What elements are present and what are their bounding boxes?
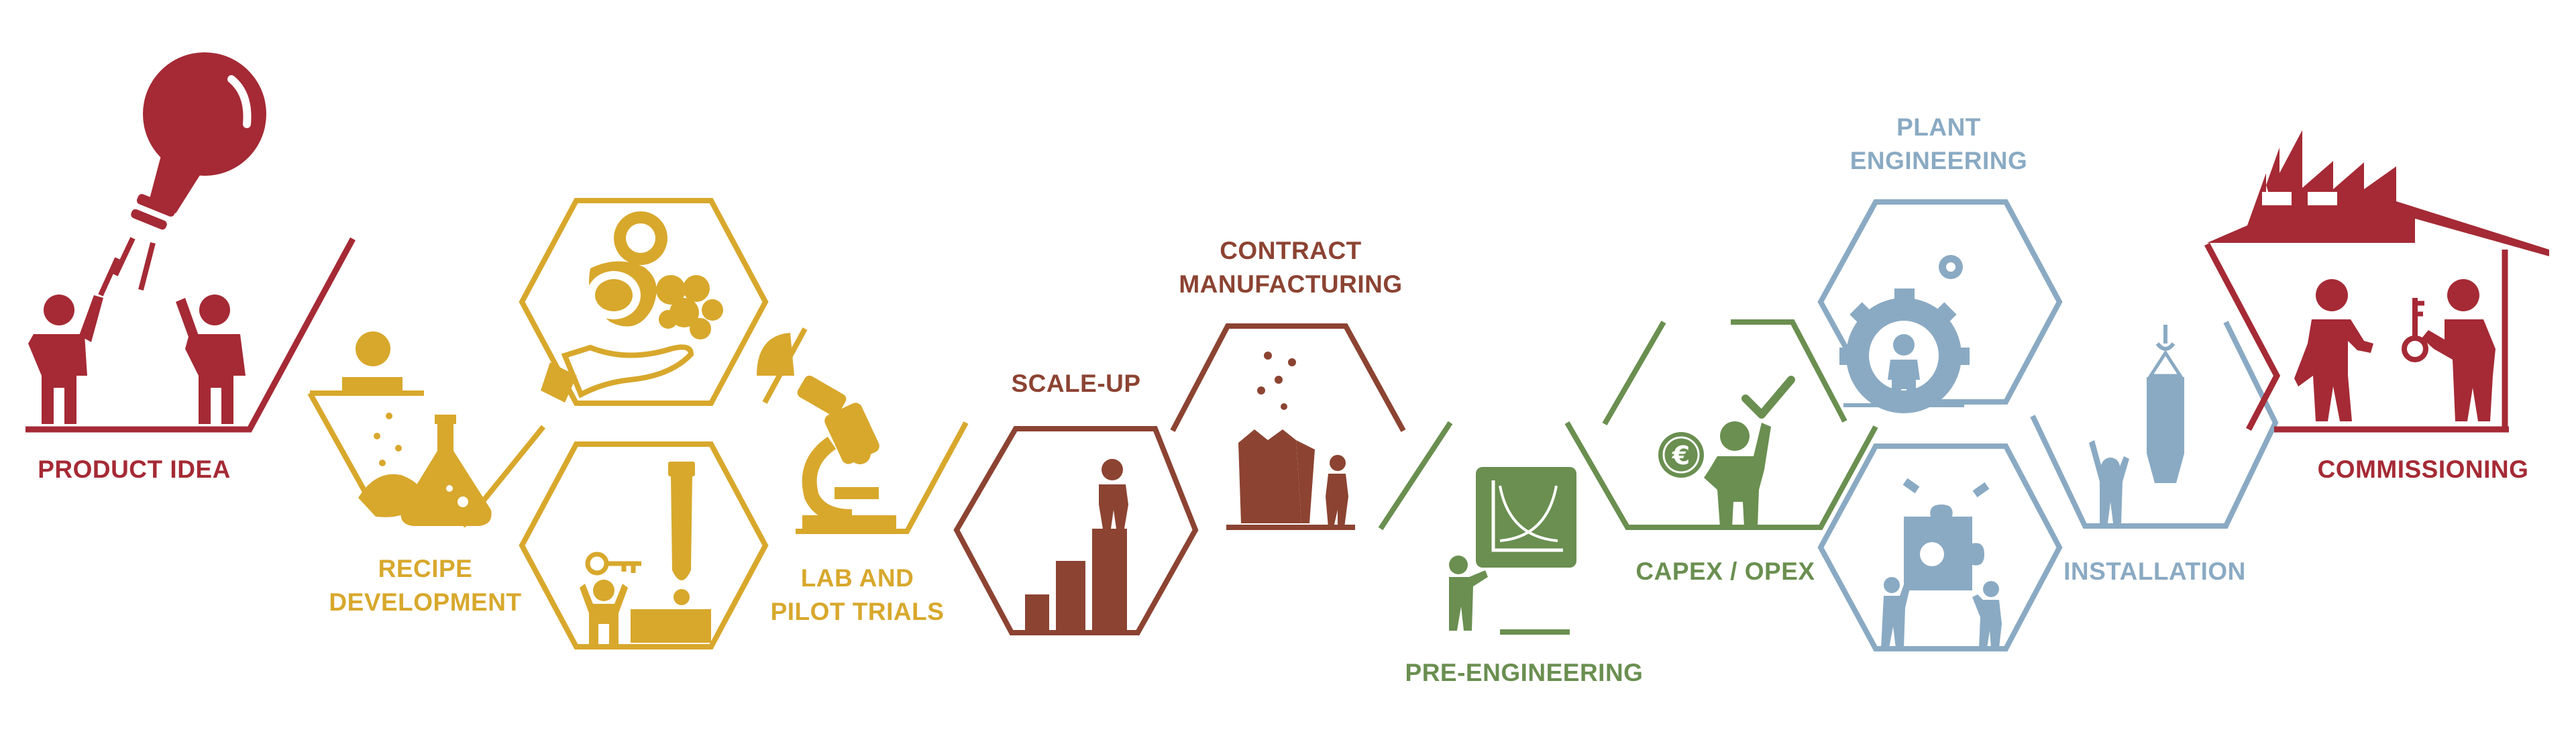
label-contract-line1: CONTRACT (1220, 237, 1362, 264)
label-pre-engineering: PRE-ENGINEERING (1405, 659, 1644, 686)
step-installation: INSTALLATION (2030, 321, 2279, 585)
sack-icon (1238, 352, 1315, 523)
crane-hook-icon (2147, 325, 2184, 378)
chart-board-icon (1476, 467, 1576, 568)
person-icon (2422, 279, 2496, 421)
step-commissioning: COMMISSIONING (2204, 130, 2549, 483)
person-icon (342, 331, 402, 392)
label-lab-line1: LAB AND (801, 564, 914, 592)
microscope-icon (797, 375, 896, 530)
step-scale-up: SCALE-UP (953, 370, 1199, 635)
person-icon (28, 295, 103, 424)
test-tube-icon (631, 462, 711, 643)
person-icon (1449, 556, 1488, 631)
person-icon (2089, 440, 2129, 523)
cells-icon (587, 211, 723, 339)
person-icon (1326, 455, 1348, 527)
step-contract-manufacturing: CONTRACT MANUFACTURING (1170, 237, 1406, 530)
key-icon (585, 551, 641, 576)
silo-icon (2147, 377, 2184, 483)
petri-dish-icon (757, 333, 794, 376)
person-icon (580, 580, 628, 647)
person-icon (176, 295, 246, 424)
lightbulb-icon (98, 52, 266, 297)
gear-icon (1839, 255, 1970, 413)
bar-steps-icon (1025, 529, 1127, 632)
factory-icon (2207, 130, 2549, 256)
label-recipe-line2: DEVELOPMENT (329, 588, 521, 616)
flask-icon (400, 415, 492, 526)
label-recipe-line1: RECIPE (378, 555, 473, 582)
label-scale-up: SCALE-UP (1011, 370, 1140, 397)
label-plant-line2: ENGINEERING (1850, 147, 2028, 174)
euro-coin-icon: € (1658, 432, 1704, 478)
step-plant-engineering: PLANT ENGINEERING (1817, 113, 2063, 651)
person-icon (1704, 421, 1771, 527)
step-lab-pilot-trials: LAB AND PILOT TRIALS (757, 327, 969, 625)
label-product-idea: PRODUCT IDEA (38, 456, 231, 483)
key-icon (2402, 298, 2428, 362)
puzzle-icon (1902, 478, 1990, 590)
label-capex-opex: CAPEX / OPEX (1635, 558, 1815, 585)
step-pre-engineering: PRE-ENGINEERING (1378, 421, 1878, 686)
label-commissioning: COMMISSIONING (2318, 456, 2529, 483)
person-icon (1888, 334, 1920, 404)
step-recipe-development: RECIPE DEVELOPMENT (307, 198, 769, 649)
hand-icon (541, 344, 694, 403)
step-product-idea (25, 52, 356, 433)
step-capex-opex: € CAPEX / OPEX (1602, 319, 1847, 585)
label-installation: INSTALLATION (2063, 558, 2246, 585)
person-icon (1972, 581, 2002, 648)
label-contract-line2: MANUFACTURING (1179, 270, 1402, 298)
person-icon (1881, 577, 1912, 648)
person-icon (2294, 279, 2373, 421)
label-lab-line2: PILOT TRIALS (771, 598, 945, 625)
person-icon (1099, 459, 1128, 529)
svg-text:€: € (1672, 441, 1690, 470)
label-plant-line1: PLANT (1896, 113, 1981, 141)
checkmark-icon (1741, 376, 1795, 419)
